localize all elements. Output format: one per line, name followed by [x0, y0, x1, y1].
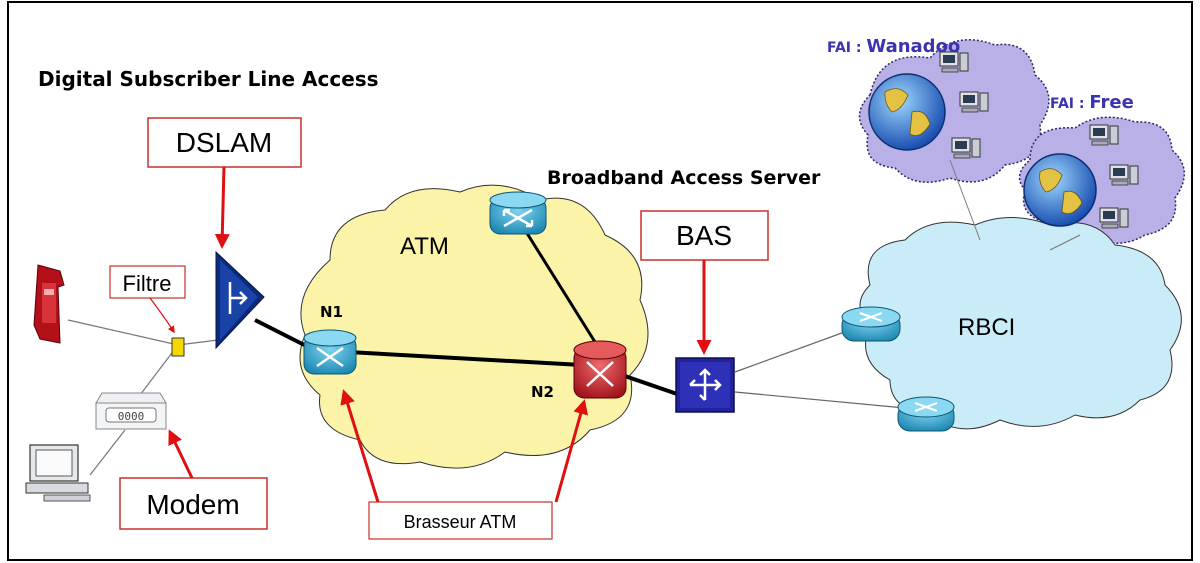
router-icon: [897, 396, 955, 432]
atm-switch-icon: [303, 329, 357, 375]
modem-label: Modem: [146, 489, 239, 520]
rbci-label: RBCI: [958, 314, 1015, 341]
isp-name-wanadoo: Wanadoo: [866, 36, 960, 57]
filtre-label-box: Filtre: [109, 265, 186, 299]
filtre-label: Filtre: [123, 271, 172, 296]
isp-label-free: FAI : Free: [1050, 92, 1134, 113]
brasseur-label-box: Brasseur ATM: [368, 501, 553, 540]
modem-icon: 0000: [95, 392, 167, 430]
isp-label-wanadoo: FAI : Wanadoo: [827, 36, 960, 57]
globe-icon: [868, 73, 946, 151]
dslam-icon: [215, 250, 265, 350]
atm-switch-icon: [489, 191, 547, 235]
bas-switch-icon: [675, 357, 735, 413]
isp-prefix-free: FAI :: [1050, 96, 1089, 112]
isp-name-free: Free: [1089, 92, 1133, 113]
bas-label-box: BAS: [640, 210, 769, 261]
atm-label: ATM: [400, 233, 449, 260]
modem-label-box: Modem: [119, 477, 268, 530]
isp-prefix-wanadoo: FAI :: [827, 40, 866, 56]
atm-cloud: [299, 184, 649, 469]
atm-switch-icon: [573, 340, 627, 399]
computer-icon: [25, 444, 91, 502]
rbci-cloud: [859, 217, 1182, 430]
brasseur-label: Brasseur ATM: [404, 512, 517, 532]
telephone-icon: [33, 264, 65, 344]
outer-frame: [7, 1, 1193, 561]
modem-leds: 0000: [118, 410, 145, 423]
link-lines: [67, 159, 1081, 476]
filter-icon: [171, 337, 185, 357]
node-n1-label: N1: [320, 303, 343, 321]
router-icon: [841, 306, 901, 342]
dslam-label-box: DSLAM: [147, 117, 302, 168]
bas-label: BAS: [676, 220, 732, 251]
bas-title: Broadband Access Server: [547, 167, 821, 189]
dslam-label: DSLAM: [176, 127, 272, 158]
annotation-arrows: [149, 166, 712, 503]
diagram-title: Digital Subscriber Line Access: [38, 67, 379, 91]
globe-icon: [1023, 153, 1097, 227]
node-n2-label: N2: [531, 383, 554, 401]
